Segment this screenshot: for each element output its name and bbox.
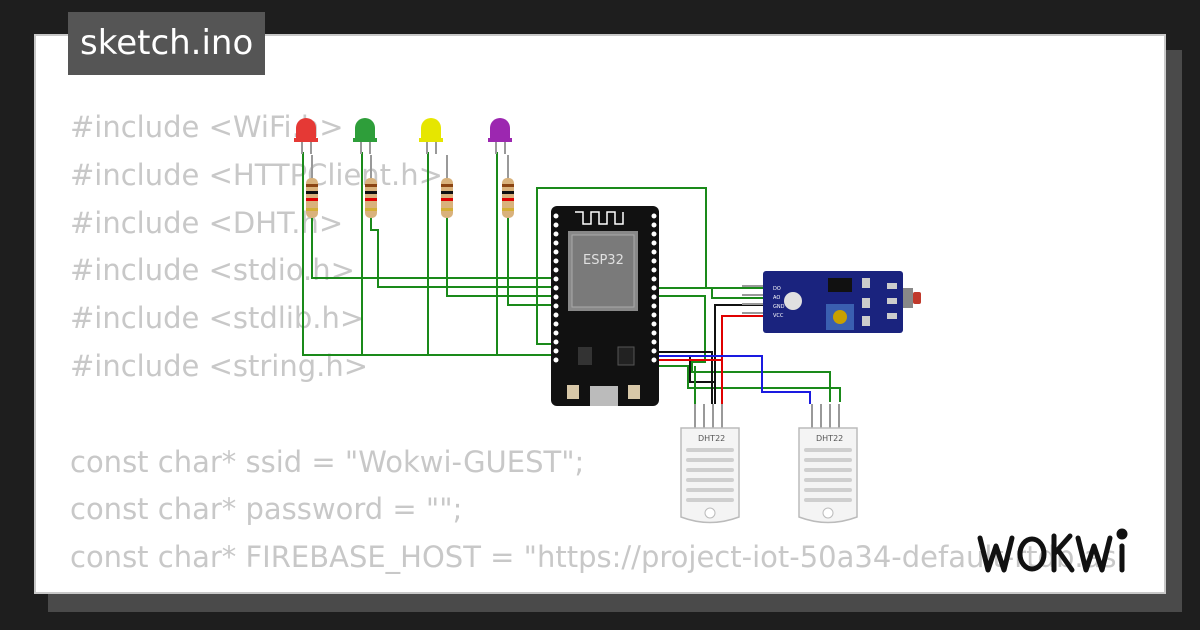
led-purple[interactable] bbox=[488, 118, 512, 154]
ldr-pin-gnd: GND bbox=[773, 304, 785, 310]
resistor-1[interactable] bbox=[306, 155, 318, 218]
wire-ldr-do bbox=[536, 187, 768, 345]
code-line: #include <HTTPClient.h> bbox=[70, 157, 443, 192]
code-line: #include <stdlib.h> bbox=[70, 301, 365, 336]
led-yellow[interactable] bbox=[419, 118, 443, 154]
resistor-4[interactable] bbox=[502, 155, 514, 218]
ldr-pin-vcc: VCC bbox=[773, 313, 784, 319]
code-line: #include <DHT.h> bbox=[70, 205, 344, 240]
resistor-3[interactable] bbox=[441, 155, 453, 218]
code-line: #include <stdio.h> bbox=[70, 253, 355, 288]
code-line: const char* ssid = "Wokwi-GUEST"; bbox=[70, 444, 585, 479]
dht22-1-label: DHT22 bbox=[698, 434, 725, 443]
pin-header-right bbox=[651, 213, 657, 363]
wire-red-led-res bbox=[311, 215, 556, 279]
wire-data-blue bbox=[655, 355, 811, 404]
wire-power bbox=[655, 315, 768, 361]
esp32-board[interactable]: ESP32 bbox=[551, 206, 659, 406]
wire-red-led bbox=[302, 152, 556, 356]
wokwi-logo[interactable] bbox=[974, 522, 1150, 582]
code-line: const char* FIREBASE_AUTH = "AIzaSyADzri… bbox=[70, 582, 1149, 592]
wire-yellow-led-res bbox=[446, 215, 556, 297]
wire-dht2-b bbox=[655, 365, 841, 402]
ldr-module[interactable]: DO AO GND VCC bbox=[742, 271, 921, 333]
file-title-tab[interactable]: sketch.ino bbox=[68, 12, 266, 75]
pin-header-left bbox=[553, 213, 559, 363]
led-red[interactable] bbox=[294, 118, 318, 154]
code-line: const char* password = ""; bbox=[70, 492, 463, 527]
ldr-pin-ao: AO bbox=[773, 295, 780, 301]
wire-ldr-ao bbox=[655, 287, 768, 299]
led-green[interactable] bbox=[353, 118, 377, 154]
ldr-pin-do: DO bbox=[773, 286, 781, 292]
code-line: #include <string.h> bbox=[70, 348, 369, 383]
resistor-2[interactable] bbox=[365, 155, 377, 218]
dht22-2-label: DHT22 bbox=[816, 434, 843, 443]
code-line: #include <WiFi.h> bbox=[70, 110, 344, 144]
wire-dht2-data bbox=[655, 295, 831, 402]
signal-wires bbox=[302, 152, 841, 402]
wire-green-led-res bbox=[370, 215, 556, 288]
board-label: ESP32 bbox=[583, 253, 624, 268]
dht22-sensor-2[interactable]: DHT22 bbox=[798, 404, 858, 524]
wire-ground-dht1 bbox=[655, 351, 713, 404]
wire-purple-led-res bbox=[507, 215, 556, 306]
dht22-sensor-1[interactable]: DHT22 bbox=[680, 404, 740, 524]
